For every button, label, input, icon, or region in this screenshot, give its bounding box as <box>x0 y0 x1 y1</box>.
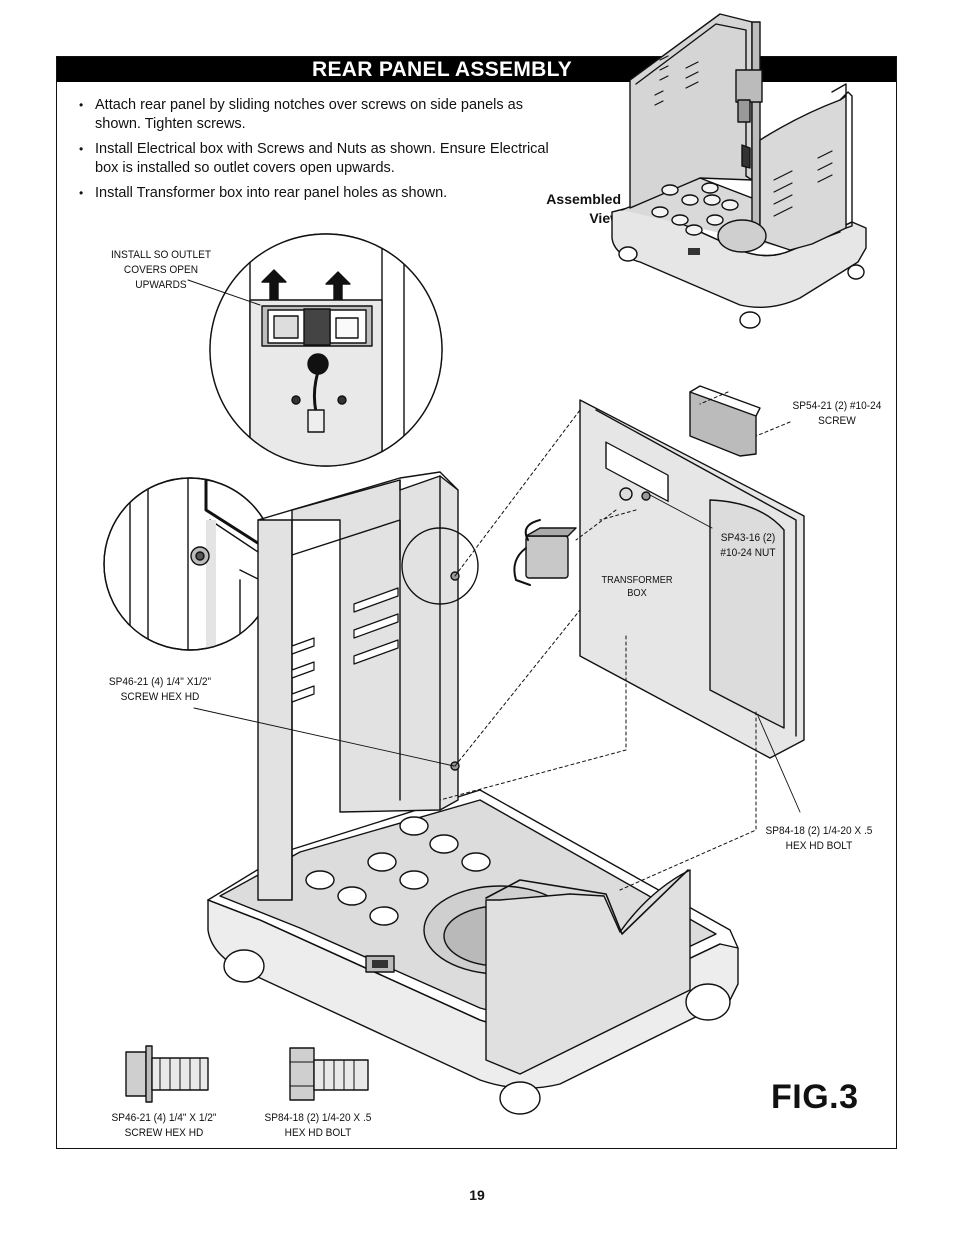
screw-hardware-drawing <box>125 1045 209 1103</box>
page-title-wrap: REAR PANEL ASSEMBLY <box>0 57 954 82</box>
sp84-callout: SP84-18 (2) 1/4-20 X .5 HEX HD BOLT <box>765 825 873 852</box>
assembled-view-drawing <box>611 13 867 329</box>
outlet-detail-drawing <box>187 233 443 467</box>
instruction-1: Attach rear panel by sliding notches ove… <box>78 96 568 134</box>
main-assembly-drawing <box>193 385 805 1115</box>
page-number: 19 <box>469 1187 485 1203</box>
instruction-3: Install Transformer box into rear panel … <box>78 184 568 203</box>
screw-hardware-label: SP46-21 (4) 1/4" X 1/2" SCREW HEX HD <box>111 1112 217 1139</box>
screw-detail-drawing <box>103 477 277 651</box>
sp43-callout: SP43-16 (2) #10-24 NUT <box>720 532 776 559</box>
outlet-callout: INSTALL SO OUTLET COVERS OPEN UPWARDS <box>110 249 212 291</box>
sp46-callout: SP46-21 (4) 1/4" X1/2" SCREW HEX HD <box>108 676 212 703</box>
bolt-hardware-label: SP84-18 (2) 1/4-20 X .5 HEX HD BOLT <box>264 1112 372 1139</box>
figure-label: FIG.3 <box>771 1078 859 1116</box>
bolt-hardware-drawing <box>289 1047 369 1101</box>
instruction-list: Attach rear panel by sliding notches ove… <box>78 96 568 209</box>
transformer-callout: TRANSFORMER BOX <box>601 575 673 599</box>
instruction-2: Install Electrical box with Screws and N… <box>78 140 568 178</box>
page-title: REAR PANEL ASSEMBLY <box>312 58 573 81</box>
page-frame <box>56 56 897 1149</box>
sp54-callout: SP54-21 (2) #10-24 SCREW <box>792 400 882 427</box>
